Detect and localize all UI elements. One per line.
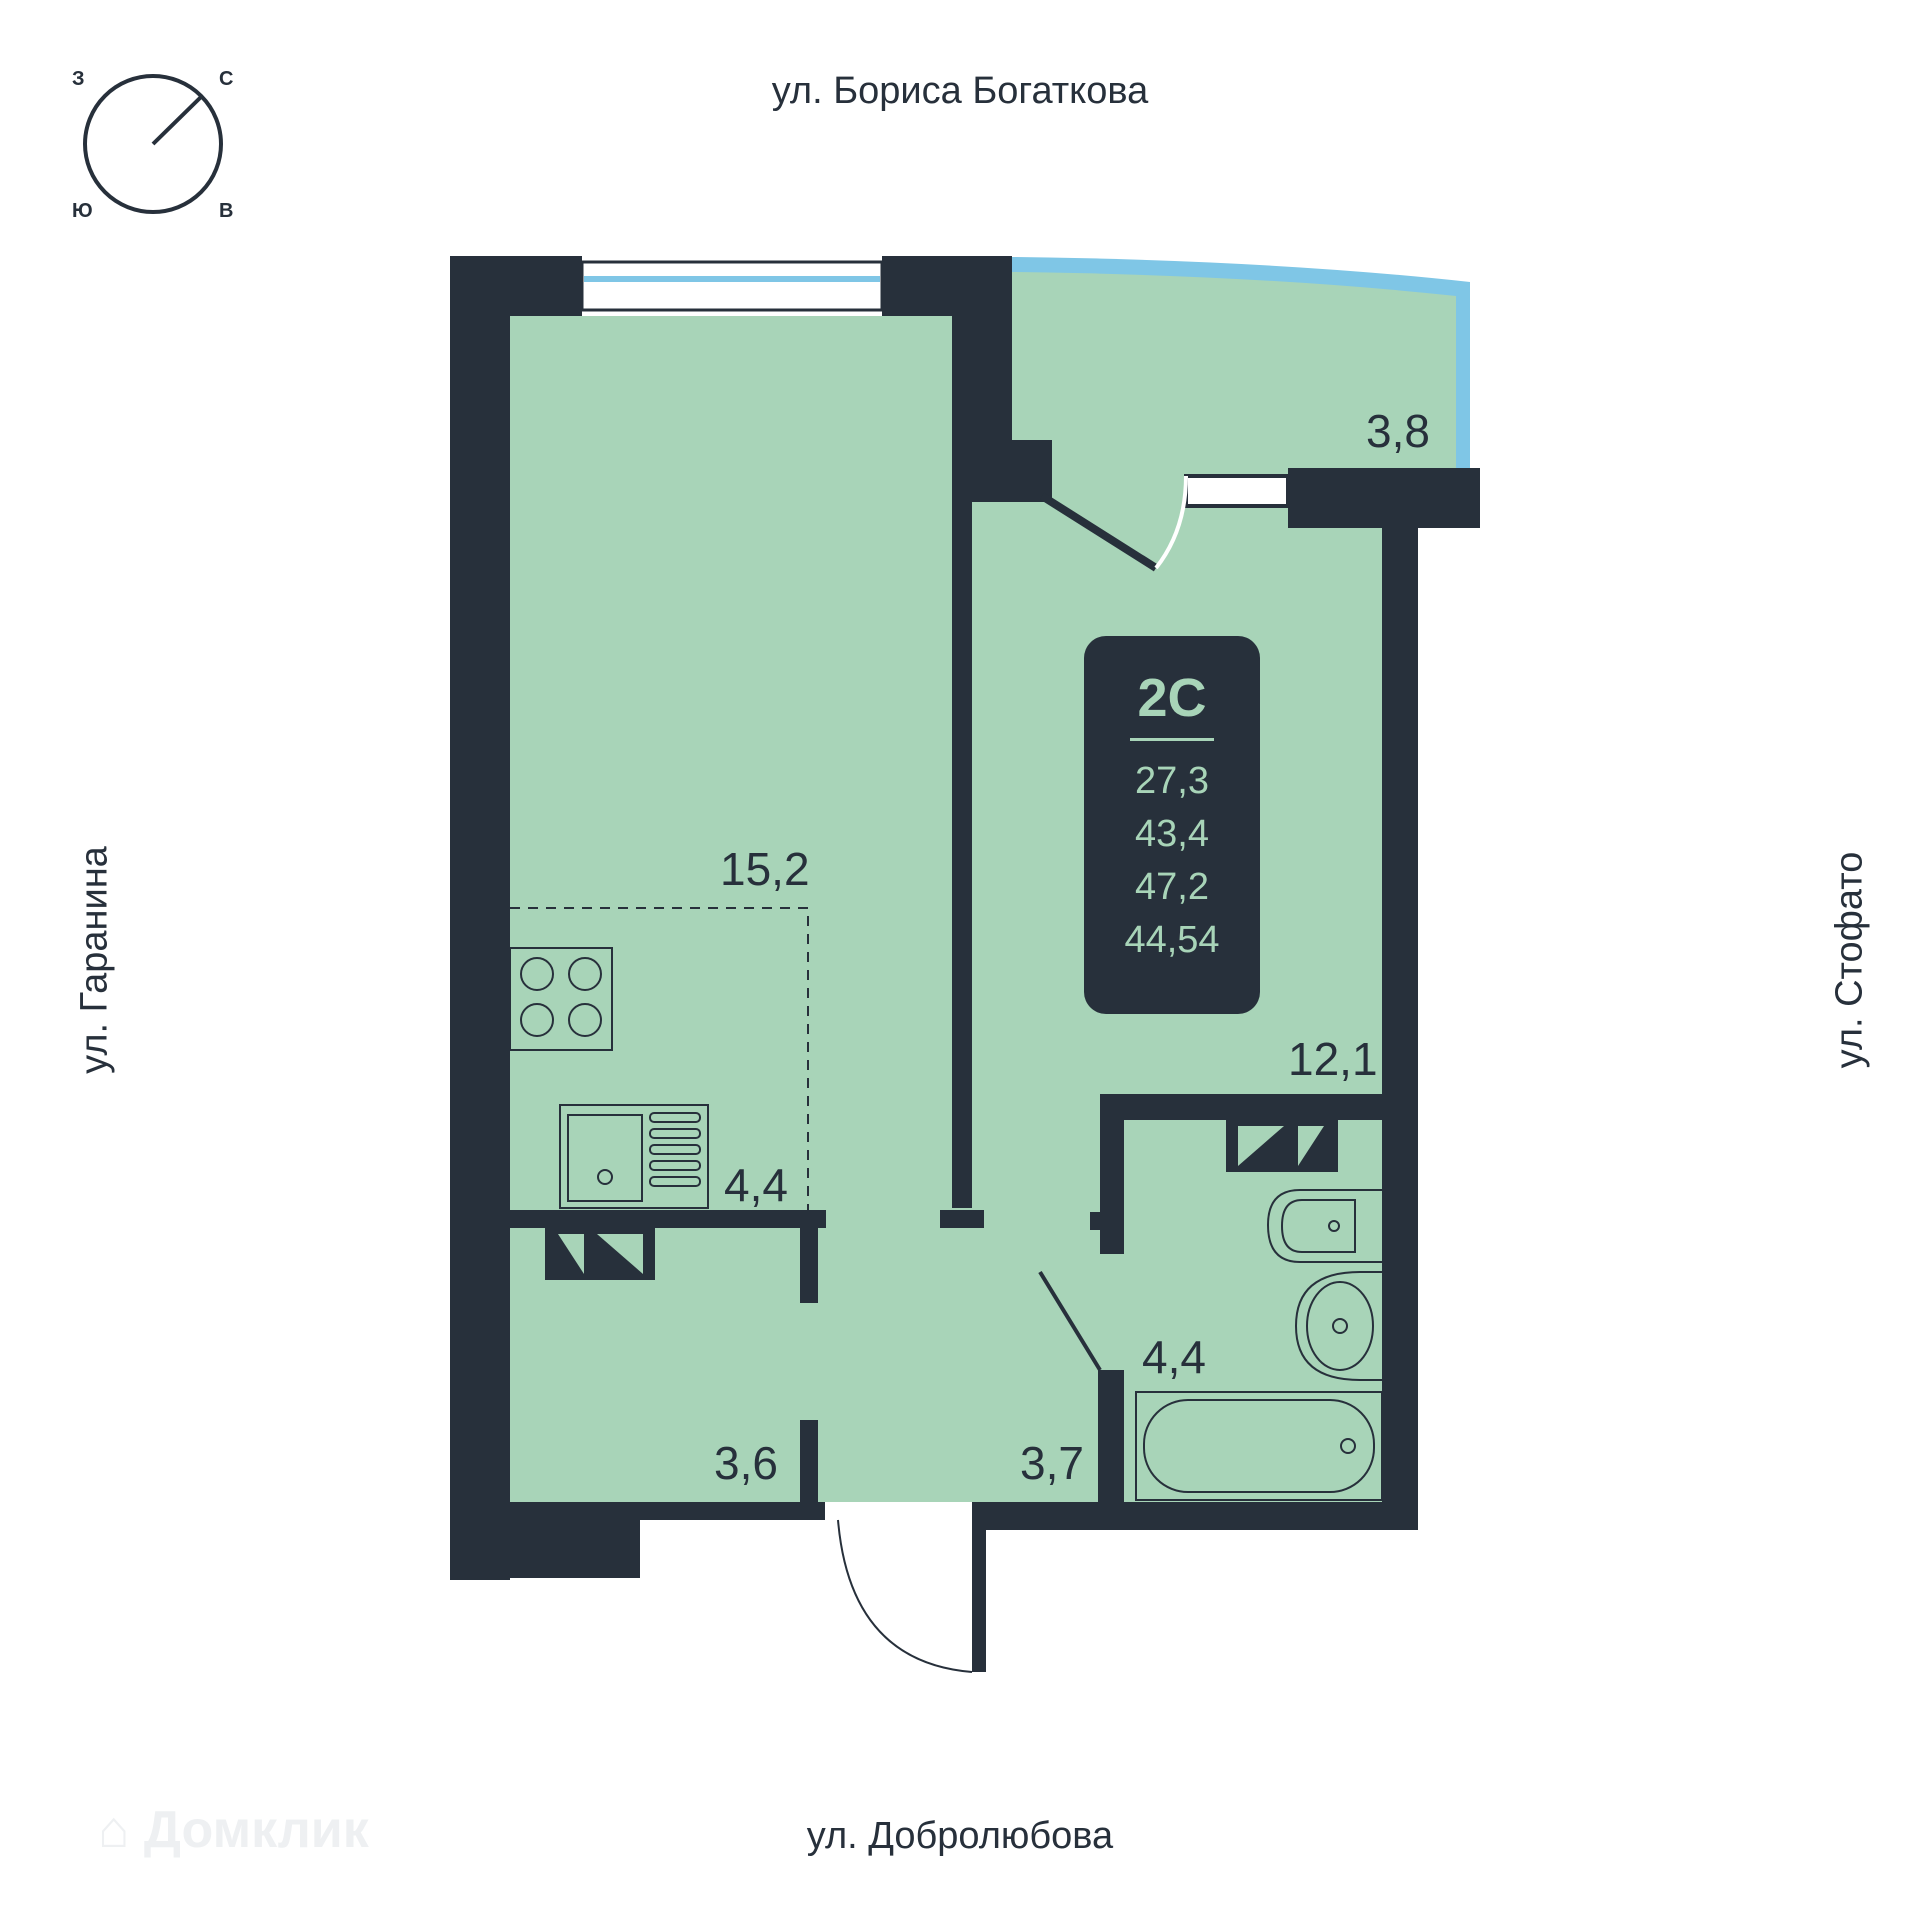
bathtub-icon [1135,1391,1383,1501]
apartment-info-badge: 2С 27,3 43,4 47,2 44,54 [1084,636,1260,1014]
apartment-type-code: 2С [1137,668,1207,728]
compass-icon [83,74,223,214]
reduced-area-value: 44,54 [1124,919,1220,961]
kitchen-zone [510,907,809,1210]
loggia-area: 3,8 [1366,405,1430,457]
toilet-icon [1266,1189,1382,1263]
window [580,260,884,312]
cooktop-icon [509,947,613,1051]
compass-west-label: З [72,68,85,90]
living-room-area: 15,2 [720,843,810,895]
compass-south-label: Ю [72,200,93,222]
compass-east-label: В [219,200,234,222]
street-right-label: ул. Стофато [1828,851,1871,1069]
bedroom-area: 12,1 [1288,1033,1378,1085]
sink-icon [559,1104,709,1209]
watermark-text: Домклик [143,1801,369,1859]
walls [450,256,1480,1672]
street-top-label: ул. Бориса Богаткова [771,70,1149,112]
domclick-watermark: ⌂ Домклик [98,1800,369,1860]
utility-shaft-icon [545,1228,655,1280]
total-area-with-loggia-value: 47,2 [1135,866,1209,908]
kitchen-area: 4,4 [724,1159,788,1211]
house-logo-icon: ⌂ [98,1801,130,1859]
bathroom-shaft-icon [1226,1120,1338,1172]
storage-area: 3,6 [714,1437,778,1489]
total-area-value: 43,4 [1135,813,1209,855]
entrance-door-swing [837,1519,973,1673]
compass-north-label: С [219,68,234,90]
hallway-area: 3,7 [1020,1437,1084,1489]
badge-divider [1130,738,1214,741]
street-left-label: ул. Гаранина [73,846,116,1074]
living-area-value: 27,3 [1135,760,1209,802]
balcony-door [1039,474,1290,572]
bathroom-door [1038,1270,1102,1372]
bathroom-area: 4,4 [1142,1331,1206,1383]
street-bottom-label: ул. Добролюбова [806,1815,1114,1857]
washbasin-icon [1294,1271,1382,1381]
